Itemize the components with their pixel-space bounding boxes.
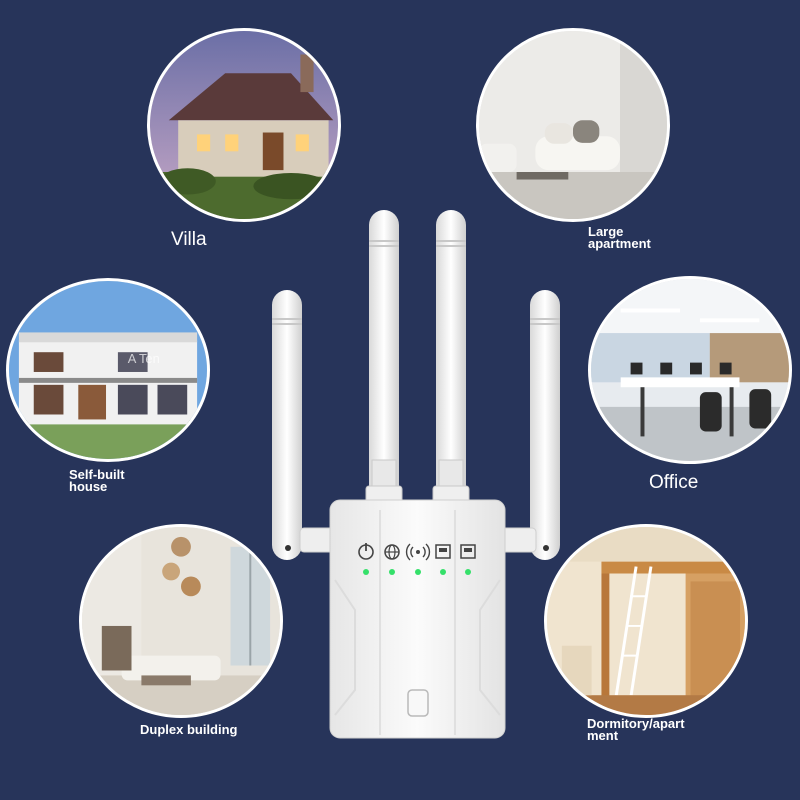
villa-label-line-1: Villa [171,229,207,250]
villa-photo [147,28,341,222]
large-apartment-label: Large apartment [588,224,651,251]
antenna-right [530,290,560,560]
globe-icon [384,544,400,560]
dormitory-label-line-1: Dormitory/apart [587,716,685,731]
large-apartment-label-line-1: Large [588,224,624,239]
house-sign-text: A Ten [128,351,160,366]
lan-led-2 [465,569,471,575]
self-built-house-photo: A Ten [6,278,210,462]
office-label: Office [649,473,698,492]
duplex-building-photo [79,524,283,718]
house-scene: A Ten [9,281,207,459]
large-apartment-label-line-2: apartment [588,236,651,251]
villa-label: Villa [171,230,207,249]
self-built-house-label-line-2: house [69,479,108,494]
antenna-left [272,290,302,560]
device-body [329,499,506,739]
internet-led [389,569,395,575]
ethernet-port-icon [460,544,476,559]
ethernet-port-icon [435,544,451,559]
office-photo [588,276,792,464]
lan-led-1 [440,569,446,575]
dormitory-photo [544,524,748,718]
self-built-house-label: Self-built house [69,467,125,494]
power-led [363,569,369,575]
self-built-house-label-line-1: Self-built [69,467,125,482]
wifi-signal-icon [405,543,431,561]
wps-button[interactable] [407,689,429,717]
duplex-building-label-line-1: Duplex building [140,722,238,737]
office-label-line-1: Office [649,472,699,493]
dormitory-scene [547,527,745,715]
duplex-building-label: Duplex building [140,722,238,737]
power-icon [358,543,374,560]
wifi-led [415,569,421,575]
antenna-top-right [432,210,470,509]
antenna-top-left [365,210,403,509]
duplex-scene [82,527,280,715]
dormitory-label: Dormitory/apart ment [587,716,685,743]
large-apartment-photo [476,28,670,222]
dormitory-label-line-2: ment [587,728,619,743]
